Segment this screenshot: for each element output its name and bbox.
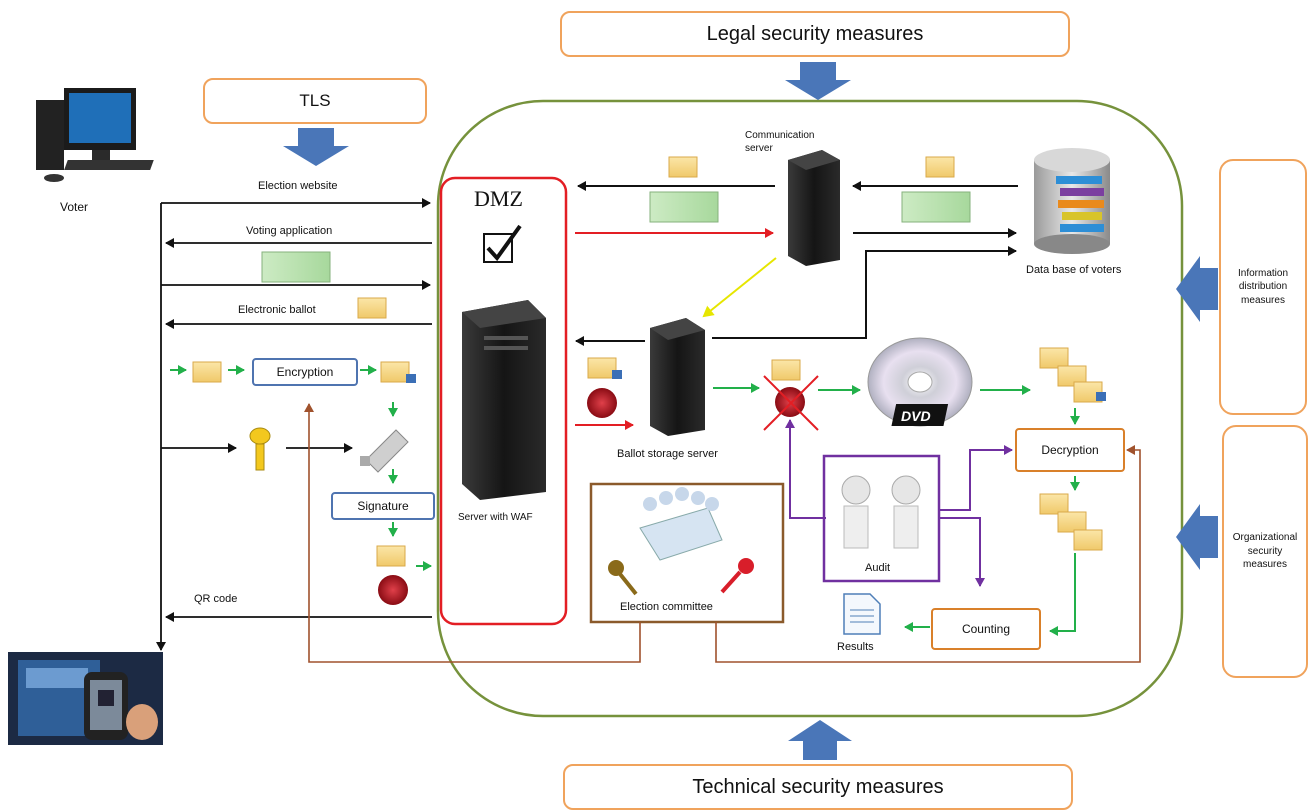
ballot-storage-label: Ballot storage server (617, 448, 718, 460)
envelope-icon (380, 361, 410, 383)
qr-code-label: QR code (194, 593, 238, 605)
communication-server-tower (788, 150, 840, 266)
communication-server-label: Communication server (745, 130, 815, 154)
id-card-icon (261, 251, 331, 283)
qr-phone-photo (8, 652, 163, 745)
legal-arrow (785, 62, 851, 100)
envelope-icon (771, 359, 801, 381)
dmz-zone (439, 176, 568, 626)
dmz-title: DMZ (474, 186, 523, 211)
envelope-icon (587, 357, 617, 379)
counting-box: Counting (931, 608, 1041, 650)
flow-comm-to-storage (702, 257, 777, 318)
dvd-label: DVD (901, 408, 931, 424)
server-waf-tower (462, 300, 546, 500)
committee-key-red-icon (720, 558, 754, 594)
election-website-label: Election website (258, 180, 338, 192)
envelope-icon (192, 361, 222, 383)
election-committee-box (589, 482, 785, 624)
envelope-icon (1039, 347, 1069, 369)
broken-seal-cross (763, 375, 819, 431)
envelope-icon (357, 297, 387, 319)
seal-icon (378, 575, 408, 605)
system-boundary (436, 99, 1184, 718)
decryption-box: Decryption (1015, 428, 1125, 472)
results-label: Results (837, 641, 874, 653)
lock-icon (1096, 392, 1106, 401)
encryption-box: Encryption (252, 358, 358, 386)
envelope-icon (1039, 493, 1069, 515)
database-icon (1034, 148, 1110, 254)
signature-box: Signature (331, 492, 435, 520)
voting-application-label: Voting application (246, 225, 333, 237)
envelope-icon (1057, 511, 1087, 533)
seal-icon (587, 388, 617, 418)
envelope-icon (1073, 529, 1103, 551)
committee-key-brown-icon (608, 560, 638, 596)
voter-computer-icon (36, 88, 154, 182)
id-card-icon (649, 191, 719, 223)
check-icon (483, 224, 522, 263)
flow-storage-to-db (712, 246, 1017, 339)
election-committee-label: Election committee (620, 601, 713, 613)
database-label: Data base of voters (1026, 264, 1122, 276)
electronic-ballot-label: Electronic ballot (238, 304, 316, 316)
dvd-icon (867, 337, 973, 427)
ballot-storage-tower (650, 318, 705, 436)
audit-label: Audit (865, 562, 891, 574)
key-icon (249, 427, 271, 471)
lock-icon (612, 370, 622, 379)
envelope-icon (376, 545, 406, 567)
tls-box: TLS (203, 78, 427, 124)
information-distribution-box: Information distribution measures (1219, 159, 1307, 415)
audit-figures-icon (841, 475, 921, 549)
envelope-icon (668, 156, 698, 178)
server-waf-label: Server with WAF (458, 512, 533, 523)
envelope-icon (925, 156, 955, 178)
legal-security-box: Legal security measures (560, 11, 1070, 57)
lock-icon (406, 374, 416, 383)
usb-token-icon (360, 429, 409, 473)
organizational-security-box: Organizational security measures (1222, 425, 1308, 678)
id-card-icon (901, 191, 971, 223)
technical-security-box: Technical security measures (563, 764, 1073, 810)
committee-people-icon (639, 487, 723, 561)
technical-arrow (788, 720, 852, 760)
org-arrow (1176, 504, 1218, 570)
tls-arrow (283, 128, 349, 166)
results-document-icon (843, 593, 881, 635)
voter-label: Voter (60, 200, 89, 214)
envelope-icon (1057, 365, 1087, 387)
info-arrow (1176, 256, 1218, 322)
